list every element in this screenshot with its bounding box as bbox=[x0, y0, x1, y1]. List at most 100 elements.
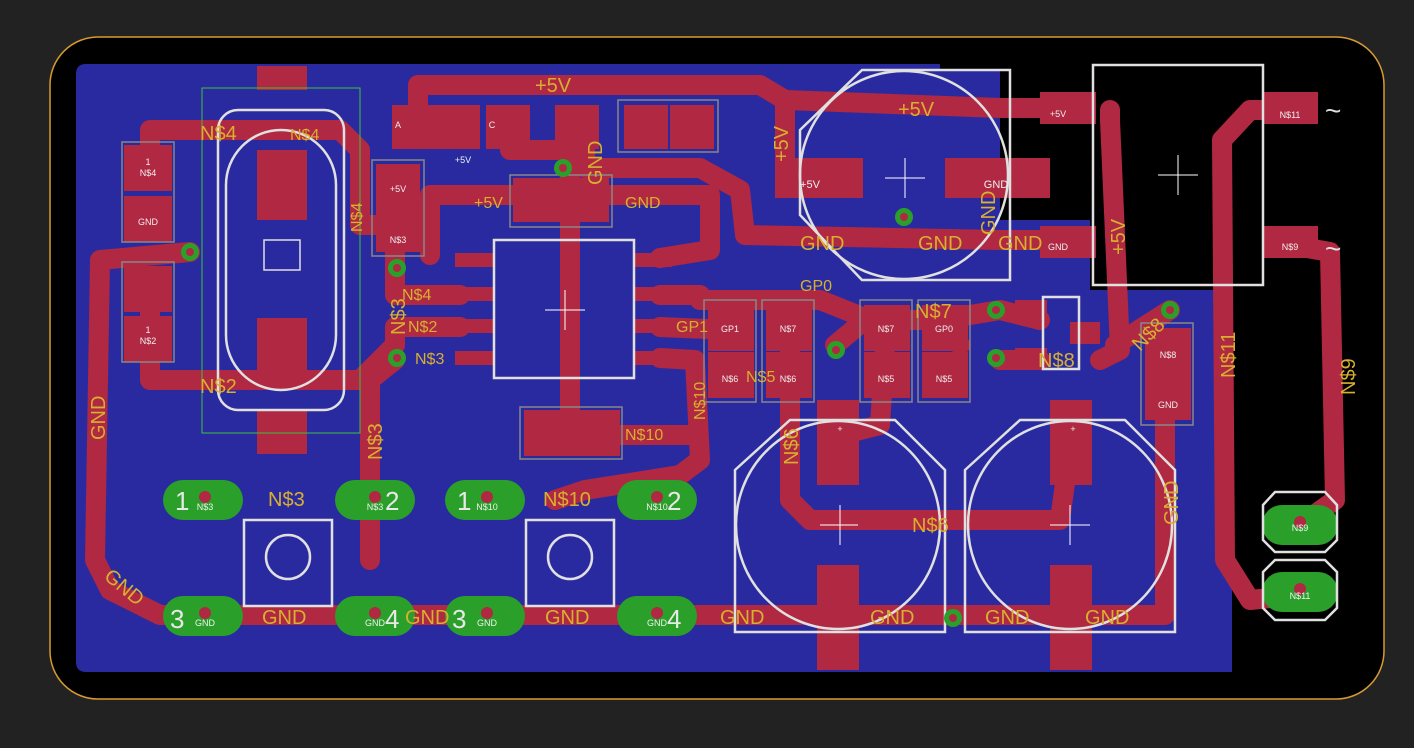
pad-label: GND bbox=[647, 618, 668, 628]
net-label-gnd-vert-u1: GND bbox=[585, 141, 607, 185]
net-label-n5: N$5 bbox=[746, 369, 775, 386]
net-label-gnd-sw2: GND bbox=[545, 607, 589, 629]
pad-label: N$3 bbox=[390, 235, 407, 245]
btn-num: 3 bbox=[170, 604, 184, 634]
net-label-p5v-vert: +5V bbox=[771, 125, 793, 162]
net-label-n4-a: N$4 bbox=[200, 123, 237, 145]
net-label-n2-a: N$2 bbox=[200, 376, 237, 398]
pad-label: + bbox=[1070, 424, 1075, 434]
pad-label: GND bbox=[477, 618, 498, 628]
pad-label: N$6 bbox=[722, 374, 739, 384]
pad-label: N$3 bbox=[197, 502, 214, 512]
net-label-gnd-right: GND bbox=[1161, 481, 1183, 525]
net-label-gnd-vert-cap: GND bbox=[978, 191, 1000, 235]
btn-num: 2 bbox=[667, 486, 681, 516]
net-label-p5v-reg: +5V bbox=[1108, 218, 1130, 255]
pad-label: 1 bbox=[145, 157, 150, 167]
pad-label: N$9 bbox=[1282, 242, 1299, 252]
pad-label: A bbox=[395, 120, 401, 130]
vias bbox=[181, 159, 1179, 627]
btn-num: 2 bbox=[385, 486, 399, 516]
btn-num: 4 bbox=[667, 604, 681, 634]
net-label-gnd-sw1: GND bbox=[262, 607, 306, 629]
pad-label: GND bbox=[984, 179, 1009, 191]
net-label-gnd-b3: GND bbox=[985, 607, 1029, 629]
pad-label: GP1 bbox=[721, 324, 739, 334]
net-label-n10-b: N$10 bbox=[692, 382, 709, 420]
net-label-n6-a: N$6 bbox=[781, 428, 803, 465]
net-label-n2-b: N$2 bbox=[408, 319, 437, 336]
net-label-n10-sw: N$10 bbox=[543, 489, 591, 511]
net-labels: +5V +5V +5V +5V +5V GND GND GND GND GND … bbox=[88, 75, 1360, 629]
chip-outlines bbox=[121, 99, 1194, 460]
net-label-n4-c: N$4 bbox=[349, 203, 366, 232]
pad-label: +5V bbox=[455, 155, 471, 165]
net-label-p5v-cap: +5V bbox=[898, 99, 935, 121]
net-label-gnd-sw1b: GND bbox=[405, 607, 449, 629]
pad-label: 1 bbox=[145, 325, 150, 335]
net-label-gnd-c: GND bbox=[998, 233, 1042, 255]
net-label-n3-a: N$3 bbox=[388, 298, 410, 335]
pad-label: N$5 bbox=[936, 374, 953, 384]
switch-drill bbox=[199, 491, 1306, 619]
smd-pads bbox=[124, 105, 1191, 456]
btn-num: 1 bbox=[175, 486, 189, 516]
pad-label: GND bbox=[1048, 242, 1069, 252]
pad-label: N$8 bbox=[1160, 350, 1177, 360]
copper-pads bbox=[257, 66, 1318, 670]
net-label-gnd-left: GND bbox=[88, 396, 110, 440]
pad-label: N$6 bbox=[780, 374, 797, 384]
net-label-gnd-a: GND bbox=[800, 233, 844, 255]
pad-label: +5V bbox=[390, 184, 406, 194]
btn-num: 4 bbox=[385, 604, 399, 634]
button-numbers: 1 2 3 4 1 2 3 4 bbox=[170, 486, 681, 634]
net-label-gp0: GP0 bbox=[800, 278, 832, 295]
net-label-n7: N$7 bbox=[915, 301, 952, 323]
net-label-n3-sw: N$3 bbox=[268, 489, 305, 511]
pad-label: N$7 bbox=[780, 324, 797, 334]
btn-num: 1 bbox=[457, 486, 471, 516]
btn-num: 3 bbox=[452, 604, 466, 634]
pad-labels: 1 N$4 GND 1 N$2 +5V N$3 +5V GND N$11 N$9… bbox=[138, 109, 1310, 628]
pad-label: N$2 bbox=[140, 336, 157, 346]
pad-label: N$5 bbox=[878, 374, 895, 384]
pad-label: +5V bbox=[800, 179, 821, 191]
net-label-gnd-b4: GND bbox=[1085, 607, 1129, 629]
pad-label: GND bbox=[1158, 400, 1179, 410]
net-label-n6-b: N$6 bbox=[912, 515, 949, 537]
pad-label: N$10 bbox=[476, 502, 498, 512]
pad-label: N$7 bbox=[878, 324, 895, 334]
pad-label: N$11 bbox=[1280, 110, 1301, 120]
net-label-n10-a: N$10 bbox=[625, 427, 663, 444]
pad-label: C bbox=[489, 120, 496, 130]
net-label-tilde2: ~ bbox=[1325, 233, 1341, 264]
net-label-gnd-b1: GND bbox=[720, 607, 764, 629]
net-label-n11: N$11 bbox=[1218, 332, 1240, 378]
pad-label: GND bbox=[365, 618, 386, 628]
pad-label: + bbox=[837, 424, 842, 434]
net-label-n3-b: N$3 bbox=[415, 351, 444, 368]
origin-marks bbox=[545, 155, 1198, 545]
pad-label: GP0 bbox=[935, 324, 953, 334]
net-label-n3-c: N$3 bbox=[365, 423, 387, 460]
net-label-p5v-mid: +5V bbox=[474, 195, 503, 212]
net-label-n8-a: N$8 bbox=[1038, 350, 1075, 372]
pad-label: N$4 bbox=[140, 168, 157, 178]
pad-label: N$10 bbox=[646, 502, 668, 512]
net-label-tilde1: ~ bbox=[1325, 95, 1341, 126]
pad-label: N$9 bbox=[1292, 523, 1309, 533]
net-label-p5v-top: +5V bbox=[535, 75, 572, 97]
net-label-gnd-b: GND bbox=[918, 233, 962, 255]
pad-label: N$11 bbox=[1290, 591, 1311, 601]
net-label-gp1: GP1 bbox=[676, 319, 708, 336]
pad-label: N$3 bbox=[367, 502, 384, 512]
net-label-gnd-mid: GND bbox=[625, 195, 661, 212]
ic-pins bbox=[455, 253, 672, 365]
silkscreen bbox=[201, 63, 1339, 634]
pad-label: GND bbox=[138, 217, 159, 227]
pad-label: GND bbox=[195, 618, 216, 628]
net-label-n4-b: N$4 bbox=[290, 127, 319, 144]
net-label-n9: N$9 bbox=[1338, 358, 1360, 395]
